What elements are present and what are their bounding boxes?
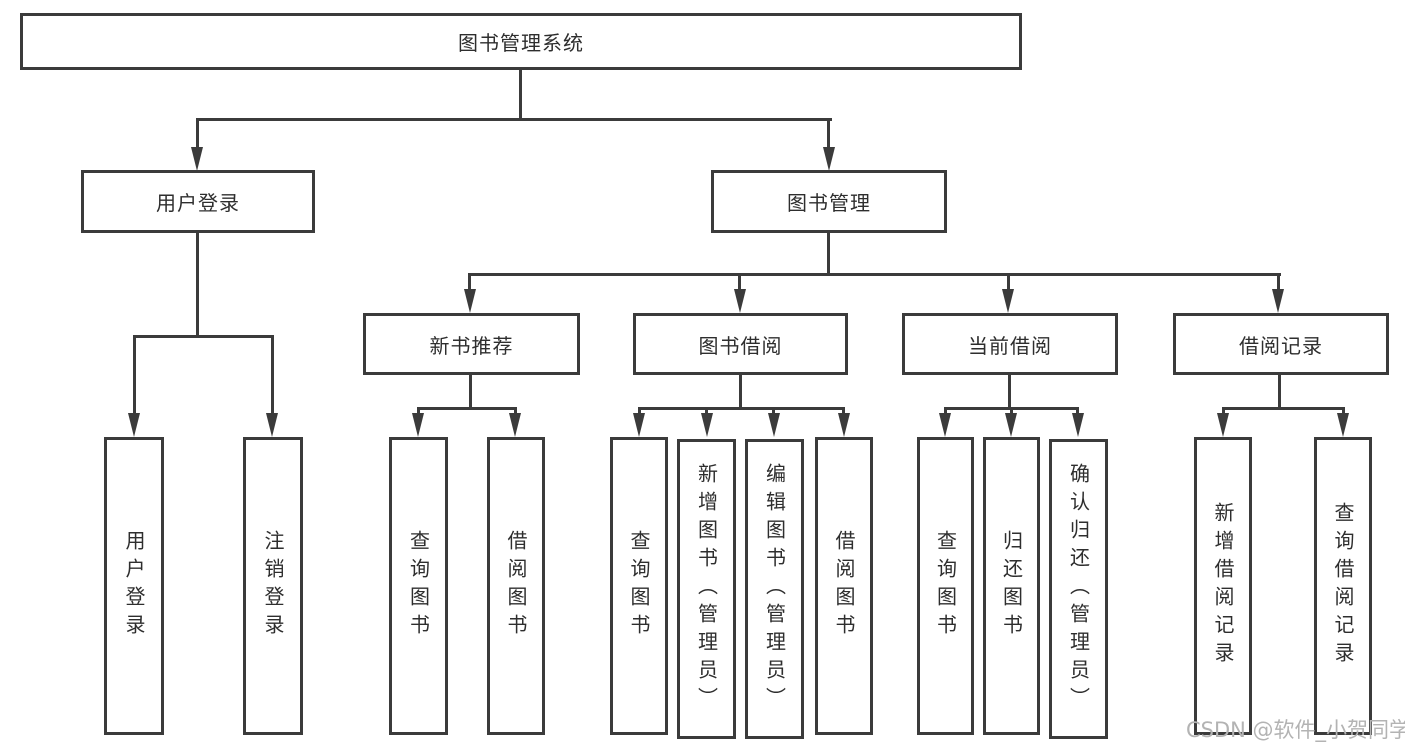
connector-leaf-line [1076, 407, 1079, 417]
connector-root-stub [519, 70, 522, 119]
connector-book-borrow-rail [638, 407, 845, 410]
leaf-label: 新增借阅记录 [1211, 502, 1235, 670]
leaf-label: 编辑图书（管理员） [762, 463, 787, 715]
leaf-label: 确认归还（管理员） [1066, 463, 1091, 715]
connector-leaf-line [1010, 407, 1013, 417]
leaf-label: 归还图书 [999, 530, 1024, 642]
arrow-down-icon [1337, 413, 1349, 437]
arrow-down-icon [1072, 413, 1084, 437]
arrow-down-icon [412, 413, 424, 437]
leaf-label: 注销登录 [261, 530, 285, 642]
leaf-query-borrow-record: 查询借阅记录 [1314, 437, 1372, 735]
connector-to-user-login [196, 118, 199, 151]
node-current-borrow: 当前借阅 [902, 313, 1118, 375]
leaf-query-books-borrow: 查询图书 [610, 437, 668, 735]
leaf-label: 查询图书 [627, 530, 651, 642]
node-new-book-recommend: 新书推荐 [363, 313, 580, 375]
arrow-down-icon [266, 413, 278, 437]
connector-leaf-line [705, 407, 708, 417]
connector-leaf-line [772, 407, 775, 417]
arrow-down-icon [838, 413, 850, 437]
node-label: 借阅记录 [1239, 333, 1323, 358]
connector-to-leaf-logout [271, 335, 274, 415]
leaf-borrow-books-borrow: 借阅图书 [815, 437, 873, 735]
connector-root-rail [196, 118, 832, 121]
connector-book-management-stub [827, 233, 830, 275]
leaf-label: 查询图书 [933, 530, 958, 642]
arrow-down-icon [701, 413, 713, 437]
leaf-logout: 注销登录 [243, 437, 303, 735]
connector-leaf-line [638, 407, 641, 417]
arrow-down-icon [128, 413, 140, 437]
leaf-return-books: 归还图书 [983, 437, 1040, 735]
connector-leaf-line [514, 407, 517, 417]
arrow-down-icon [1272, 289, 1284, 313]
leaf-add-borrow-record: 新增借阅记录 [1194, 437, 1252, 735]
node-label: 新书推荐 [429, 333, 514, 358]
node-label: 当前借阅 [968, 333, 1052, 358]
connector-user-login-rail [133, 335, 274, 338]
leaf-confirm-return-admin: 确认归还（管理员） [1049, 439, 1108, 739]
node-borrow-records: 借阅记录 [1173, 313, 1389, 375]
connector-leaf-line [1342, 407, 1345, 417]
connector-to-book-borrow [738, 273, 741, 291]
leaf-user-login: 用户登录 [104, 437, 164, 735]
connector-borrow-records-stub [1278, 375, 1281, 410]
arrow-down-icon [1217, 413, 1229, 437]
connector-new-book-rail [417, 407, 517, 410]
connector-book-management-rail [468, 273, 1281, 276]
arrow-down-icon [939, 413, 951, 437]
connector-new-book-stub [469, 375, 472, 410]
leaf-label: 借阅图书 [832, 530, 856, 642]
arrow-down-icon [191, 147, 203, 171]
leaf-query-books-recommend: 查询图书 [389, 437, 448, 735]
arrow-down-icon [768, 413, 780, 437]
arrow-down-icon [633, 413, 645, 437]
leaf-add-book-admin: 新增图书（管理员） [677, 439, 736, 739]
connector-to-new-book-recommend [468, 273, 471, 291]
leaf-label: 用户登录 [122, 530, 146, 642]
node-label: 图书管理系统 [458, 31, 584, 55]
arrow-down-icon [1002, 289, 1014, 313]
leaf-borrow-books-recommend: 借阅图书 [487, 437, 545, 735]
connector-to-book-management [827, 118, 830, 151]
arrow-down-icon [1005, 413, 1017, 437]
leaf-query-books-current: 查询图书 [917, 437, 974, 735]
node-user-login: 用户登录 [81, 170, 315, 233]
connector-to-leaf-user-login [133, 335, 136, 415]
connector-borrow-records-rail [1222, 407, 1344, 410]
connector-leaf-line [1222, 407, 1225, 417]
arrow-down-icon [823, 147, 835, 171]
connector-leaf-line [842, 407, 845, 417]
connector-to-current-borrow [1007, 273, 1010, 291]
connector-current-borrow-stub [1008, 375, 1011, 410]
node-library-management-system: 图书管理系统 [20, 13, 1022, 70]
leaf-label: 查询图书 [406, 530, 431, 642]
connector-user-login-stub [196, 233, 199, 337]
leaf-label: 新增图书（管理员） [694, 463, 719, 715]
node-label: 图书管理 [787, 191, 871, 215]
arrow-down-icon [734, 289, 746, 313]
leaf-label: 借阅图书 [504, 530, 528, 642]
connector-to-borrow-records [1277, 273, 1280, 291]
node-label: 图书借阅 [698, 333, 783, 358]
watermark-text: CSDN @软件_小贺同学 [1186, 718, 1405, 742]
connector-book-borrow-stub [739, 375, 742, 410]
node-book-borrow: 图书借阅 [633, 313, 848, 375]
leaf-label: 查询借阅记录 [1331, 502, 1355, 670]
connector-leaf-line [944, 407, 947, 417]
node-label: 用户登录 [156, 191, 240, 215]
arrow-down-icon [464, 289, 476, 313]
arrow-down-icon [509, 413, 521, 437]
leaf-edit-book-admin: 编辑图书（管理员） [745, 439, 804, 739]
node-book-management: 图书管理 [711, 170, 947, 233]
connector-leaf-line [417, 407, 420, 417]
